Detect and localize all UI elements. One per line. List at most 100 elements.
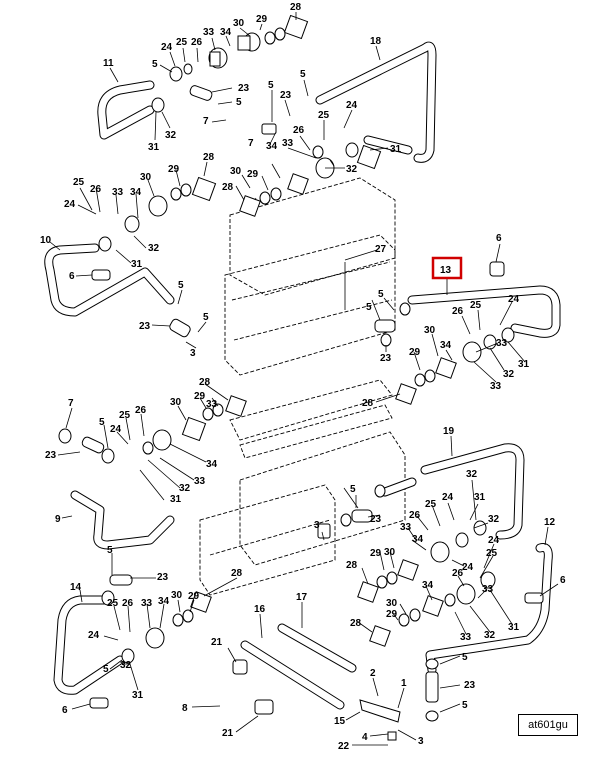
callout-32: 32 xyxy=(488,514,500,525)
callout-6: 6 xyxy=(69,271,75,282)
callout-34: 34 xyxy=(412,534,424,545)
callout-24: 24 xyxy=(442,492,454,503)
figure-reference-code: at601gu xyxy=(518,714,578,736)
callout-26: 26 xyxy=(409,510,421,521)
callout-29: 29 xyxy=(370,548,382,559)
callout-26: 26 xyxy=(135,405,147,416)
callout-34: 34 xyxy=(220,27,232,38)
callout-30: 30 xyxy=(140,172,152,183)
callout-31: 31 xyxy=(131,259,143,270)
callout-30: 30 xyxy=(230,166,242,177)
callout-5: 5 xyxy=(107,545,113,556)
callout-29: 29 xyxy=(188,591,200,602)
callout-29: 29 xyxy=(256,14,268,25)
callout-5: 5 xyxy=(462,700,468,711)
callout-28: 28 xyxy=(222,182,234,193)
callout-32: 32 xyxy=(484,630,496,641)
component-parts xyxy=(58,14,544,741)
callout-24: 24 xyxy=(508,294,520,305)
callout-33: 33 xyxy=(141,598,153,609)
callout-31: 31 xyxy=(132,690,144,701)
callout-14: 14 xyxy=(70,582,82,593)
callout-33: 33 xyxy=(206,399,218,410)
callout-34: 34 xyxy=(422,580,434,591)
callout-24: 24 xyxy=(161,42,173,53)
callout-26: 26 xyxy=(122,598,134,609)
callout-5: 5 xyxy=(350,484,356,495)
callout-26: 26 xyxy=(90,184,102,195)
callout-12: 12 xyxy=(544,517,556,528)
callout-18: 18 xyxy=(370,36,382,47)
callout-6: 6 xyxy=(62,705,68,716)
callout-23: 23 xyxy=(380,353,392,364)
callout-33: 33 xyxy=(194,476,206,487)
callout-33: 33 xyxy=(460,632,472,643)
callout-23: 23 xyxy=(45,450,57,461)
callout-31: 31 xyxy=(474,492,486,503)
callout-30: 30 xyxy=(424,325,436,336)
callout-34: 34 xyxy=(266,141,278,152)
callout-8: 8 xyxy=(182,703,188,714)
callout-labels: 28 29 30 34 33 26 25 24 5 18 11 23 5 7 3… xyxy=(40,2,566,752)
callout-20: 16 xyxy=(254,604,266,615)
callout-3: 3 xyxy=(190,348,196,359)
callout-6: 6 xyxy=(496,233,502,244)
callout-32: 32 xyxy=(165,130,177,141)
callout-13-highlight xyxy=(431,256,463,280)
callout-33: 33 xyxy=(282,138,294,149)
callout-19: 19 xyxy=(443,426,455,437)
callout-13: 13 xyxy=(440,265,452,276)
callout-26: 26 xyxy=(293,125,305,136)
callout-34: 34 xyxy=(206,459,218,470)
callout-33: 33 xyxy=(400,522,412,533)
callout-30: 30 xyxy=(386,598,398,609)
callout-30: 30 xyxy=(233,18,245,29)
callout-3: 3 xyxy=(314,520,320,531)
callout-3: 3 xyxy=(418,736,424,747)
callout-9: 9 xyxy=(55,514,61,525)
callout-32: 32 xyxy=(346,164,358,175)
callout-30: 30 xyxy=(170,397,182,408)
callout-33: 33 xyxy=(203,27,215,38)
callout-26: 26 xyxy=(452,306,464,317)
callout-7: 7 xyxy=(203,116,209,127)
callout-22: 22 xyxy=(338,741,350,752)
callout-5: 5 xyxy=(178,280,184,291)
callout-31: 31 xyxy=(390,144,402,155)
callout-33: 33 xyxy=(112,187,124,198)
callout-24: 24 xyxy=(488,535,500,546)
callout-31: 31 xyxy=(508,622,520,633)
callout-29: 29 xyxy=(247,169,259,180)
callout-28: 28 xyxy=(199,377,211,388)
callout-21: 21 xyxy=(222,728,234,739)
callout-23: 23 xyxy=(464,680,476,691)
callout-5: 5 xyxy=(300,69,306,80)
callout-4: 4 xyxy=(362,732,368,743)
callout-28: 28 xyxy=(231,568,243,579)
callout-25: 25 xyxy=(119,410,131,421)
callout-28: 28 xyxy=(290,2,302,13)
callout-5: 5 xyxy=(99,417,105,428)
callout-25: 25 xyxy=(486,548,498,559)
callout-23: 23 xyxy=(280,90,292,101)
callout-32: 32 xyxy=(148,243,160,254)
callout-7: 7 xyxy=(68,398,74,409)
callout-26: 26 xyxy=(191,37,203,48)
callout-32: 32 xyxy=(503,369,515,380)
callout-33: 33 xyxy=(482,584,494,595)
callout-25: 25 xyxy=(470,300,482,311)
callout-29: 29 xyxy=(194,391,206,402)
callout-28: 28 xyxy=(203,152,215,163)
callout-25: 25 xyxy=(107,598,119,609)
callout-33: 33 xyxy=(490,381,502,392)
callout-28: 28 xyxy=(350,618,362,629)
callout-32: 32 xyxy=(466,469,478,480)
callout-15: 15 xyxy=(334,716,346,727)
callout-2: 2 xyxy=(370,668,376,679)
callout-31: 31 xyxy=(148,142,160,153)
callout-25: 25 xyxy=(425,499,437,510)
callout-31: 31 xyxy=(170,494,182,505)
callout-5: 5 xyxy=(236,97,242,108)
